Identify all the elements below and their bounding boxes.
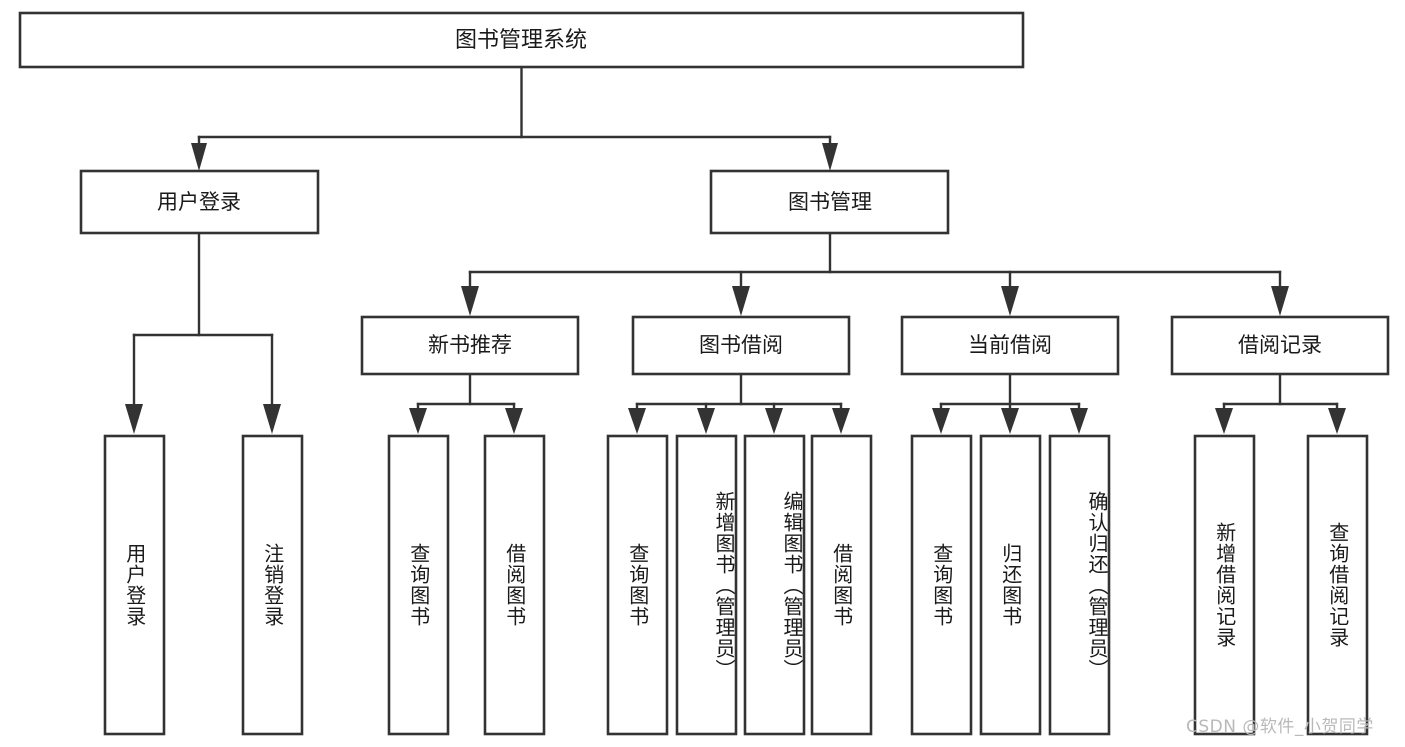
node-new-book-recommend[interactable]: 新书推荐 (360, 315, 580, 376)
leaf-box-borrow-book-1[interactable] (483, 434, 546, 736)
node-borrow-record-box[interactable] (1170, 315, 1390, 376)
leaf-box-query-book-2[interactable] (606, 434, 669, 736)
arrow-head-user-login (191, 143, 207, 171)
leaf-box-layer (103, 434, 1369, 736)
node-user-login[interactable]: 用户登录 (79, 169, 320, 235)
leaf-box-confirm-return[interactable] (1048, 434, 1111, 736)
leaf-box-add-book[interactable] (675, 434, 738, 736)
leaf-box-edit-book[interactable] (743, 434, 806, 736)
node-borrow-record[interactable]: 借阅记录 (1170, 315, 1390, 376)
node-book-manage-label: 图书管理 (788, 190, 872, 214)
leaf-box-return-book[interactable] (979, 434, 1042, 736)
node-user-login-label: 用户登录 (157, 190, 241, 214)
arrow-head-book-borrow (732, 286, 750, 316)
arrow-head-leaf-borrow-book-2 (832, 408, 850, 434)
connector-layer (125, 65, 1346, 434)
arrow-head-leaf-query-book-3 (932, 408, 950, 434)
arrow-head-leaf-query-book-2 (628, 408, 646, 434)
node-new-book-recommend-box[interactable] (360, 315, 580, 376)
node-layer: 图书管理系统 用户登录 图书管理 新书推荐 图书借阅 当前 (18, 11, 1390, 736)
node-book-borrow[interactable]: 图书借阅 (631, 315, 851, 376)
node-borrow-record-label: 借阅记录 (1238, 333, 1322, 357)
node-book-manage[interactable]: 图书管理 (709, 169, 950, 235)
arrow-head-leaf-return-book (1001, 408, 1019, 434)
node-book-borrow-box[interactable] (631, 315, 851, 376)
arrow-head-leaf-confirm-return (1070, 408, 1088, 434)
arrow-head-leaf-logout-login (263, 404, 281, 434)
arrow-head-leaf-query-record (1328, 408, 1346, 434)
arrow-head-leaf-add-book (697, 408, 715, 434)
arrow-head-leaf-query-book-1 (409, 408, 427, 434)
node-current-borrow-label: 当前借阅 (968, 333, 1052, 357)
node-new-book-recommend-label: 新书推荐 (428, 333, 512, 357)
node-book-borrow-label: 图书借阅 (699, 333, 783, 357)
arrow-head-current-borrow (1001, 286, 1019, 316)
node-current-borrow-box[interactable] (900, 315, 1120, 376)
arrow-head-leaf-edit-book (765, 408, 783, 434)
leaf-box-add-record[interactable] (1193, 434, 1256, 736)
node-root-title-box[interactable] (18, 11, 1025, 69)
arrow-head-leaf-user-login (125, 404, 143, 434)
arrow-head-borrow-record (1271, 286, 1289, 316)
arrow-head-leaf-add-record (1215, 408, 1233, 434)
leaf-box-user-login[interactable] (103, 434, 166, 736)
leaf-box-borrow-book-2[interactable] (810, 434, 873, 736)
node-user-login-box[interactable] (79, 169, 320, 235)
leaf-box-query-record[interactable] (1306, 434, 1369, 736)
leaf-box-logout-login[interactable] (241, 434, 304, 736)
node-current-borrow[interactable]: 当前借阅 (900, 315, 1120, 376)
node-root-title-label: 图书管理系统 (455, 28, 587, 53)
leaf-box-query-book-1[interactable] (387, 434, 450, 736)
node-book-manage-box[interactable] (709, 169, 950, 235)
node-root-title[interactable]: 图书管理系统 (18, 11, 1025, 69)
leaf-box-query-book-3[interactable] (910, 434, 973, 736)
arrow-head-book-manage (822, 143, 838, 171)
arrow-head-new-book-recommend (461, 286, 479, 316)
watermark-text: CSDN @软件_小贺同学 (1186, 717, 1374, 737)
arrow-head-leaf-borrow-book-1 (505, 408, 523, 434)
